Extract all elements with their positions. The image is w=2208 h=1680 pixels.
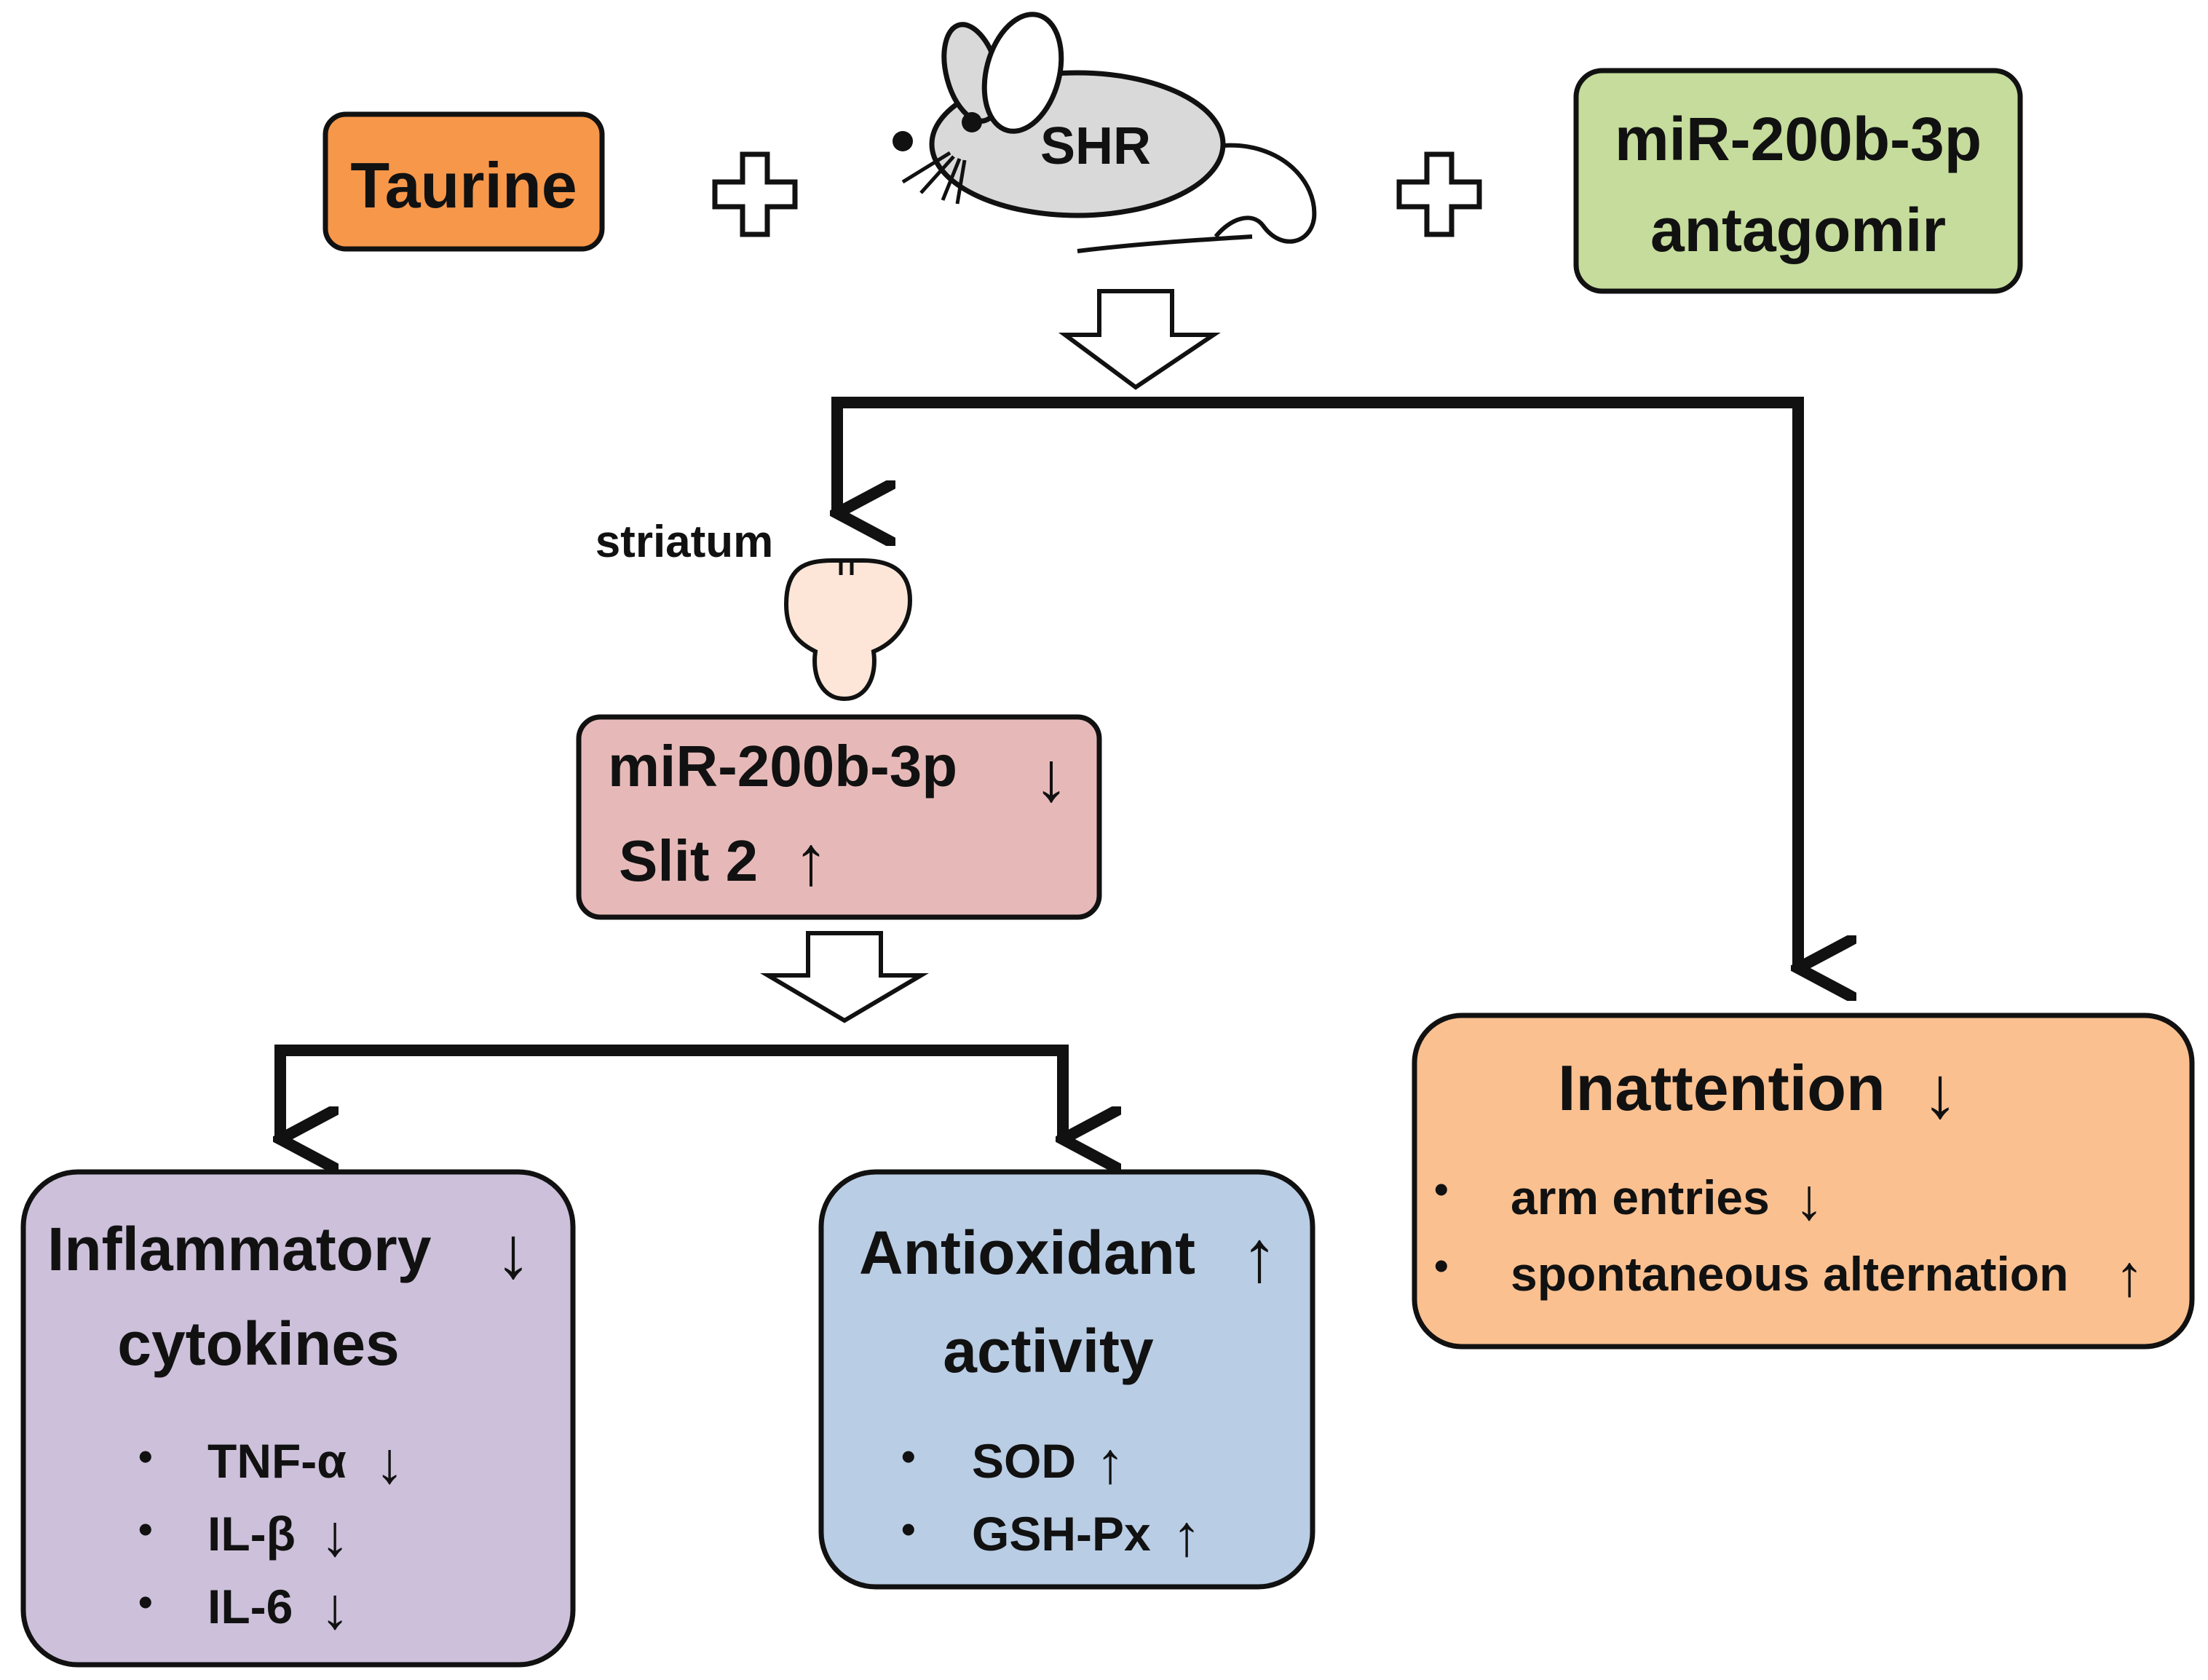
mirna-label: miR-200b-3p [608,734,957,799]
antagomir-label-line2: antagomir [1650,196,1946,264]
mouse-icon [893,12,1317,253]
bullet: • [138,1506,153,1552]
inflammatory-box [20,1169,576,1668]
plus-icon [712,151,798,237]
slit-up-arrow: ↑ [794,822,828,900]
antioxidant-title-up-arrow: ↑ [1241,1216,1278,1297]
spontaneous-alternation-up-arrow: ↑ [2115,1243,2144,1308]
gsh-px-label: GSH-Px [972,1507,1151,1561]
il-beta-down-arrow: ↓ [320,1503,349,1568]
antioxidant-title-line1: Antioxidant [859,1219,1195,1287]
sod-up-arrow: ↑ [1096,1430,1125,1495]
inattention-title: Inattention [1558,1052,1885,1124]
bullet: • [138,1433,153,1479]
striatum-box [576,714,1102,920]
brain-icon [783,558,913,702]
striatum-label: striatum [595,517,774,567]
tnf-alpha-down-arrow: ↓ [375,1430,404,1495]
inflammatory-title-line1: Inflammatory [47,1215,432,1283]
il-6-label: IL-6 [207,1580,293,1633]
plus-icon [1396,151,1482,237]
mouse-label: SHR [1040,117,1151,175]
bullet: • [1434,1166,1449,1212]
inflammatory-title-down-arrow: ↓ [495,1212,531,1293]
spontaneous-alternation-label: spontaneous alternation [1511,1247,2068,1301]
bullet: • [901,1506,916,1552]
bullet: • [138,1579,153,1625]
antioxidant-title-line2: activity [943,1317,1154,1385]
inflammatory-title-line2: cytokines [117,1309,400,1378]
arm-entries-label: arm entries [1511,1170,1770,1224]
sod-label: SOD [972,1434,1076,1488]
antagomir-label-line1: miR-200b-3p [1615,105,1982,173]
inattention-box [1412,1013,2195,1350]
mirna-down-arrow: ↓ [1034,738,1069,816]
lower-branch-connector [274,1045,1069,1139]
antagomir-box [1573,68,2023,294]
bullet: • [1434,1243,1449,1288]
hollow-down-arrow [1058,289,1221,390]
arm-entries-down-arrow: ↓ [1795,1167,1824,1232]
tnf-alpha-label: TNF-α [207,1434,347,1488]
taurine-box [323,111,605,252]
gsh-px-up-arrow: ↑ [1172,1503,1201,1568]
inattention-down-arrow: ↓ [1922,1052,1958,1133]
hollow-down-arrow [760,931,929,1023]
il-beta-label: IL-β [207,1507,296,1561]
bullet: • [901,1433,916,1479]
taurine-label: Taurine [350,149,577,221]
antioxidant-box [818,1169,1315,1590]
slit-label: Slit 2 [619,828,758,893]
il-6-down-arrow: ↓ [320,1576,349,1641]
